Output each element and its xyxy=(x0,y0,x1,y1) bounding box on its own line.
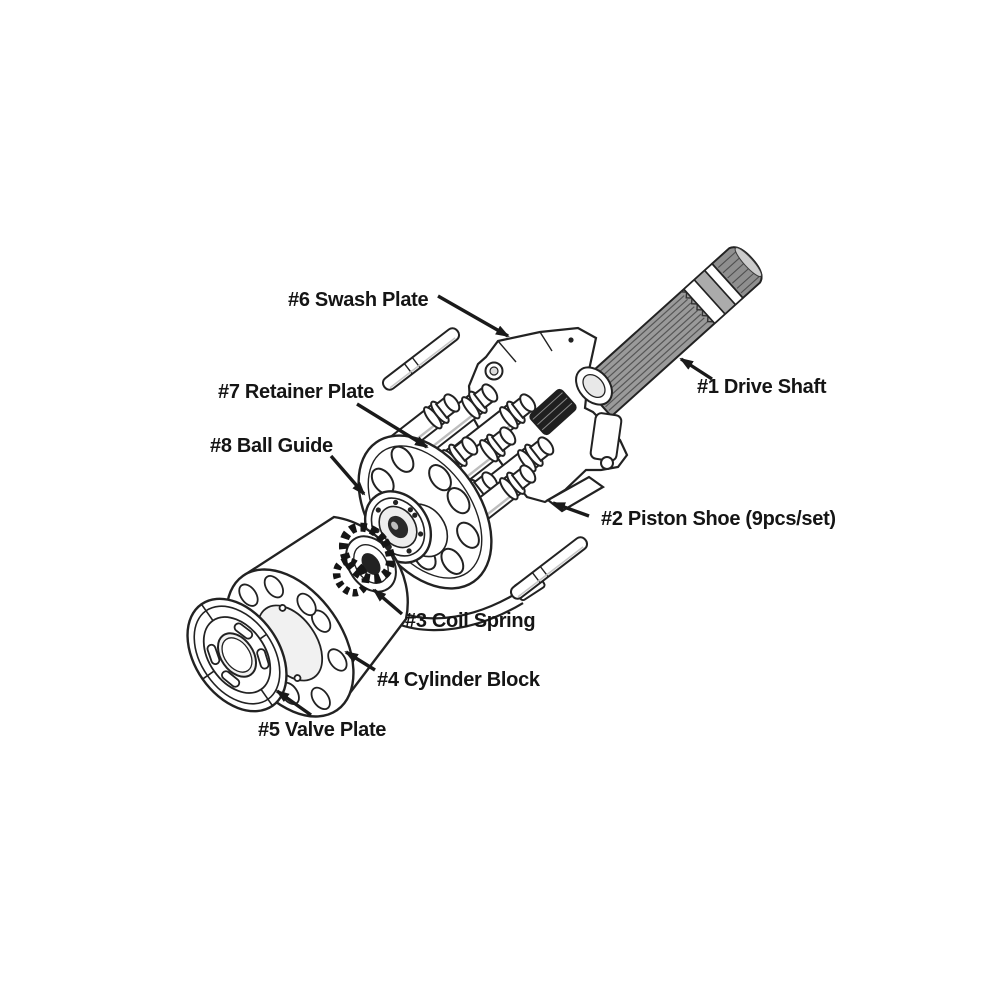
arrow-ball-guide xyxy=(329,454,366,496)
drive-shaft-drawing xyxy=(579,246,763,418)
label-cylinder-block: #4 Cylinder Block xyxy=(377,669,541,691)
label-piston-shoe: #2 Piston Shoe (9pcs/set) xyxy=(601,508,836,530)
label-retainer-plate: #7 Retainer Plate xyxy=(218,381,374,403)
coil-spring-drawing xyxy=(332,522,396,597)
label-drive-shaft: #1 Drive Shaft xyxy=(697,376,827,398)
arrow-drive-shaft xyxy=(679,357,713,381)
arrow-piston-shoe xyxy=(551,501,590,518)
shaft-spline-window xyxy=(529,388,577,436)
arrow-cylinder-block xyxy=(344,650,376,672)
valve-plate-drawing xyxy=(186,597,288,713)
leader-arrows xyxy=(275,294,713,717)
label-valve-plate: #5 Valve Plate xyxy=(258,719,386,741)
arrow-valve-plate xyxy=(275,689,312,717)
pin-upper-drawing xyxy=(379,324,463,394)
arrow-swash-plate xyxy=(437,294,510,338)
label-swash-plate: #6 Swash Plate xyxy=(288,289,428,311)
arrow-coil-spring xyxy=(372,588,404,616)
label-ball-guide: #8 Ball Guide xyxy=(210,435,333,457)
label-coil-spring: #3 Coil Spring xyxy=(405,610,535,632)
arrow-retainer-plate xyxy=(356,402,429,449)
pin-lower-drawing xyxy=(507,533,591,603)
